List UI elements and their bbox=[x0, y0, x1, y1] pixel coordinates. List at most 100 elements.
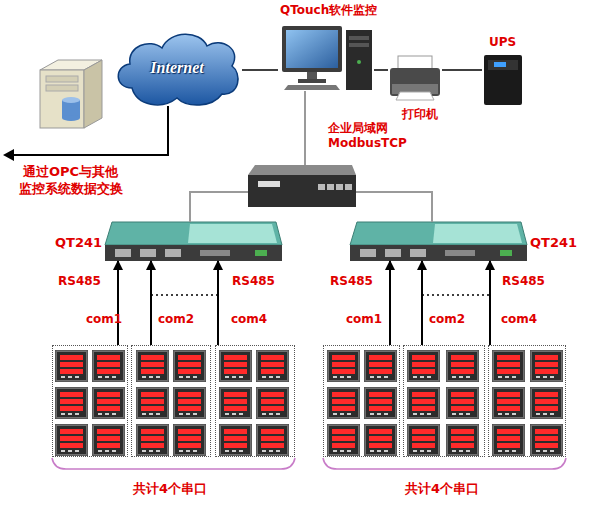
server-front bbox=[40, 70, 84, 128]
bracket-note: 共计4个串口 bbox=[133, 480, 207, 497]
meter-icon bbox=[530, 424, 563, 456]
switch-port bbox=[336, 184, 343, 190]
drive-bay bbox=[46, 76, 78, 82]
monitoring-pc: QTouch软件监控 bbox=[278, 25, 374, 91]
printer-paper bbox=[398, 56, 432, 70]
bracket-note: 共计4个串口 bbox=[405, 480, 479, 497]
note-text: 通过OPC与其他 监控系统数据交换 bbox=[8, 163, 133, 197]
meter-icon bbox=[256, 387, 289, 419]
network-link bbox=[190, 192, 248, 222]
meter-icon bbox=[530, 350, 563, 382]
database-icon bbox=[62, 115, 80, 121]
network-link bbox=[374, 69, 388, 71]
dotted-bus bbox=[422, 294, 490, 296]
meter-icon bbox=[327, 387, 360, 419]
server-side bbox=[84, 60, 102, 128]
serial-arrow bbox=[117, 261, 119, 345]
drive-slot bbox=[349, 36, 369, 40]
edge-label: RS485 bbox=[232, 274, 275, 289]
switch-port bbox=[345, 184, 352, 190]
pc-label: QTouch软件监控 bbox=[280, 3, 377, 18]
meter-icon bbox=[492, 350, 525, 382]
meter-icon bbox=[364, 424, 397, 456]
meter-icon bbox=[407, 424, 440, 456]
meter-group: com1 bbox=[52, 345, 128, 457]
port-label: com4 bbox=[231, 312, 267, 327]
drive-bay bbox=[46, 85, 78, 91]
meter-icon bbox=[256, 350, 289, 382]
printer: 打印机 bbox=[388, 55, 442, 100]
cloud-label: Internet bbox=[112, 59, 242, 77]
ups-panel bbox=[488, 60, 518, 70]
meter-icon bbox=[92, 424, 125, 456]
pc-icon bbox=[282, 26, 372, 90]
meter-icon bbox=[446, 350, 479, 382]
port-label: com4 bbox=[501, 312, 537, 327]
serial-arrow bbox=[421, 261, 423, 345]
port-label: com2 bbox=[429, 312, 465, 327]
meter-icon bbox=[530, 387, 563, 419]
meter-group: com4 bbox=[215, 345, 295, 457]
meter-icon bbox=[364, 350, 397, 382]
monitor-frame bbox=[282, 26, 342, 72]
meter-icon bbox=[407, 387, 440, 419]
edge-label: RS485 bbox=[58, 274, 101, 289]
power-led bbox=[357, 60, 361, 64]
opc-arrowhead bbox=[3, 149, 14, 161]
meter-icon bbox=[136, 350, 169, 382]
monitor-screen bbox=[286, 30, 338, 68]
serial-arrow bbox=[150, 261, 152, 345]
ups-icon bbox=[484, 55, 522, 105]
meter-icon bbox=[327, 350, 360, 382]
meter-icon bbox=[219, 350, 252, 382]
switch-port bbox=[327, 184, 334, 190]
meter-icon bbox=[219, 387, 252, 419]
meter-icon bbox=[492, 387, 525, 419]
meter-icon bbox=[136, 387, 169, 419]
ups-body bbox=[484, 55, 522, 105]
meter-icon bbox=[446, 424, 479, 456]
switch-icon bbox=[248, 165, 356, 207]
gateway-device bbox=[350, 222, 527, 261]
server-icon bbox=[40, 60, 102, 128]
meter-icon bbox=[219, 424, 252, 456]
meter-group: com2 bbox=[131, 345, 211, 457]
meter-icon bbox=[55, 387, 88, 419]
meter-icon bbox=[55, 424, 88, 456]
drive-slot bbox=[349, 43, 369, 47]
meter-icon bbox=[173, 350, 206, 382]
printer-label: 打印机 bbox=[402, 107, 438, 122]
ups-label: UPS bbox=[489, 35, 516, 50]
opc-leader bbox=[12, 106, 168, 155]
meter-group: com4 bbox=[488, 345, 566, 457]
monitor-base bbox=[298, 79, 326, 83]
gateway-box: QT241 bbox=[105, 222, 282, 261]
edge-label: RS485 bbox=[502, 274, 545, 289]
group-bracket bbox=[323, 458, 566, 469]
meter-icon bbox=[364, 387, 397, 419]
network-link bbox=[242, 69, 278, 71]
switch-logo bbox=[258, 181, 280, 187]
serial-arrow bbox=[389, 261, 391, 345]
port-label: com1 bbox=[346, 312, 382, 327]
meter-icon bbox=[92, 350, 125, 382]
meter-icon bbox=[256, 424, 289, 456]
printer-output bbox=[396, 92, 434, 100]
meter-icon bbox=[136, 424, 169, 456]
printer-icon bbox=[390, 56, 440, 100]
network-switch: 企业局域网 ModbusTCP bbox=[248, 165, 356, 207]
monitor-stand bbox=[307, 72, 317, 79]
network-link bbox=[356, 192, 432, 222]
switch-top bbox=[248, 165, 356, 175]
port-label: com2 bbox=[158, 312, 194, 327]
keyboard bbox=[284, 85, 340, 90]
gateway-device bbox=[105, 222, 282, 261]
ups: UPS bbox=[482, 55, 524, 105]
serial-arrow bbox=[489, 261, 491, 345]
meter-icon bbox=[407, 350, 440, 382]
meter-icon bbox=[173, 387, 206, 419]
meter-icon bbox=[55, 350, 88, 382]
device-label: QT241 bbox=[530, 235, 577, 250]
port-label: com1 bbox=[86, 312, 122, 327]
group-bracket bbox=[52, 458, 295, 469]
